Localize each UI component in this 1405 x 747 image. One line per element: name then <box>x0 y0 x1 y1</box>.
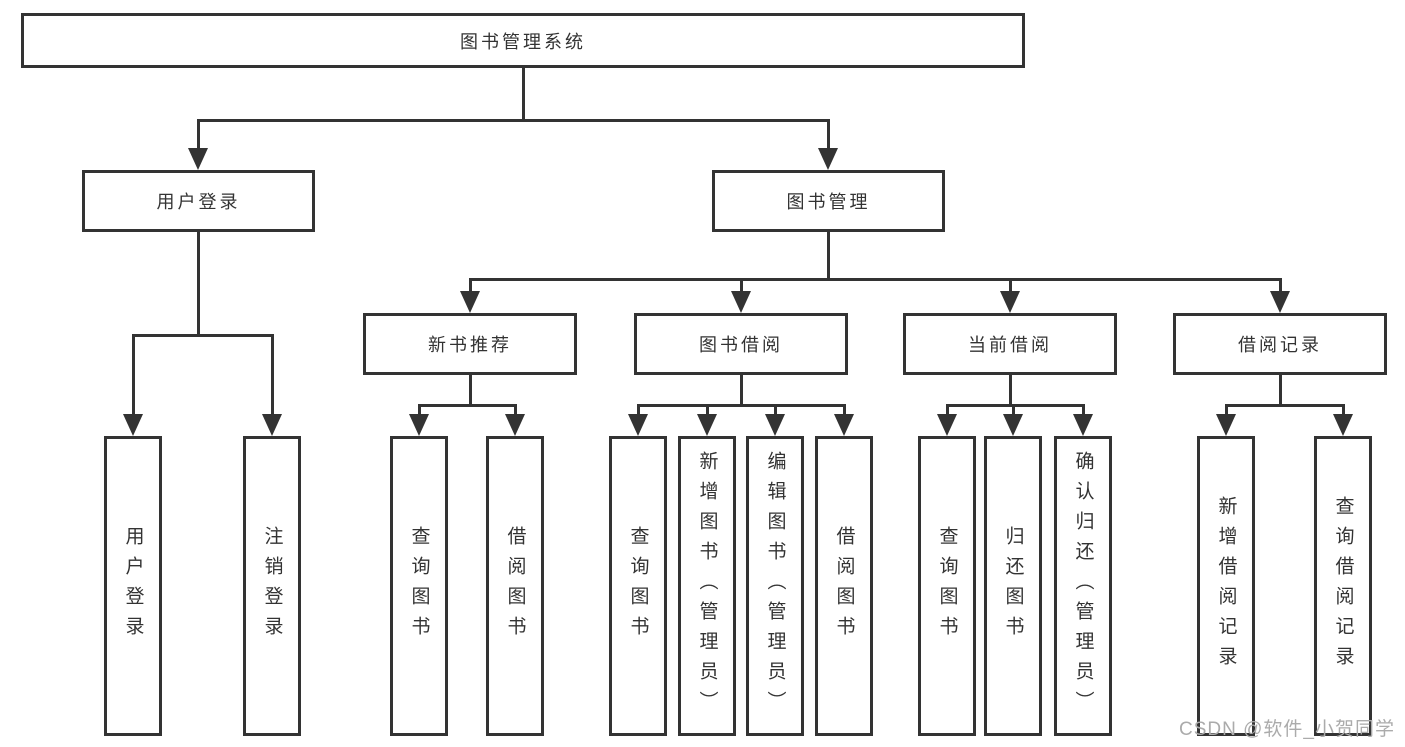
leaf-return-book: 归还图书 <box>984 436 1042 736</box>
connector-level2-split <box>196 118 830 122</box>
node-book-mgmt: 图书管理 <box>712 170 945 232</box>
leaf-query-borrow-record: 查询借阅记录 <box>1314 436 1372 736</box>
leaf-label: 新增借阅记录 <box>1215 496 1237 676</box>
leaf-label: 查询图书 <box>408 526 430 646</box>
arrowhead <box>1003 414 1023 436</box>
leaf-query-book-2: 查询图书 <box>609 436 667 736</box>
arrowhead <box>1000 291 1020 313</box>
leaf-label: 查询图书 <box>936 526 958 646</box>
node-user-login-label: 用户登录 <box>156 192 241 212</box>
arrowhead <box>628 414 648 436</box>
connector-level3-stem <box>739 277 743 293</box>
connector-records-stem <box>1278 375 1282 405</box>
leaf-label: 查询借阅记录 <box>1332 496 1354 676</box>
connector-current-split <box>945 403 1085 407</box>
node-book-borrow: 图书借阅 <box>634 313 848 375</box>
leaf-add-borrow-record: 新增借阅记录 <box>1197 436 1255 736</box>
node-book-mgmt-label: 图书管理 <box>786 192 871 212</box>
csdn-watermark: CSDN @软件_小贺同学 <box>1179 719 1395 740</box>
arrowhead <box>505 414 525 436</box>
leaf-label: 借阅图书 <box>833 526 855 646</box>
arrowhead <box>937 414 957 436</box>
connector-leaf-stem <box>945 403 949 417</box>
leaf-label: 新增图书（管理员） <box>696 451 718 721</box>
connector-leaf-stem <box>636 403 640 417</box>
arrowhead <box>1270 291 1290 313</box>
leaf-user-login: 用户登录 <box>104 436 162 736</box>
connector-level3-stem <box>1008 277 1012 293</box>
connector-level2-stem-right <box>826 118 830 149</box>
connector-leaf-stem <box>1224 403 1228 417</box>
leaf-borrow-book-2: 借阅图书 <box>815 436 873 736</box>
leaf-borrow-book-1: 借阅图书 <box>486 436 544 736</box>
connector-leaf-stem <box>1081 403 1085 417</box>
connector-leaf-stem <box>705 403 709 417</box>
arrowhead <box>1333 414 1353 436</box>
arrowhead <box>1073 414 1093 436</box>
arrowhead <box>262 414 282 436</box>
arrowhead <box>409 414 429 436</box>
connector-borrow-split <box>636 403 846 407</box>
connector-leaf-stem <box>417 403 421 417</box>
arrowhead <box>834 414 854 436</box>
arrowhead <box>460 291 480 313</box>
connector-level2-stem-left <box>196 118 200 149</box>
node-root: 图书管理系统 <box>21 13 1025 68</box>
node-new-book-label: 新书推荐 <box>428 335 512 355</box>
connector-bookmgmt-stem <box>826 232 830 279</box>
arrowhead <box>188 148 208 170</box>
connector-leaf-stem <box>1341 403 1345 417</box>
leaf-label: 编辑图书（管理员） <box>764 451 786 721</box>
connector-userlogin-stem <box>196 232 200 335</box>
node-book-borrow-label: 图书借阅 <box>699 335 783 355</box>
connector-level3-split <box>468 277 1282 281</box>
arrowhead <box>818 148 838 170</box>
node-current-borrow: 当前借阅 <box>903 313 1117 375</box>
leaf-label: 归还图书 <box>1002 526 1024 646</box>
connector-current-stem <box>1008 375 1012 405</box>
arrowhead <box>1216 414 1236 436</box>
leaf-confirm-return-admin: 确认归还（管理员） <box>1054 436 1112 736</box>
node-borrow-records-label: 借阅记录 <box>1238 335 1322 355</box>
leaf-label: 用户登录 <box>122 526 144 646</box>
node-root-label: 图书管理系统 <box>460 31 586 52</box>
connector-newbook-stem <box>468 375 472 405</box>
connector-level3-stem <box>468 277 472 293</box>
leaf-query-book-3: 查询图书 <box>918 436 976 736</box>
connector-records-split <box>1224 403 1345 407</box>
connector-leaf-stem <box>842 403 846 417</box>
node-borrow-records: 借阅记录 <box>1173 313 1387 375</box>
leaf-label: 查询图书 <box>627 526 649 646</box>
arrowhead <box>697 414 717 436</box>
node-new-book: 新书推荐 <box>363 313 577 375</box>
connector-leaf-stem <box>131 333 135 415</box>
node-current-borrow-label: 当前借阅 <box>968 335 1052 355</box>
arrowhead <box>731 291 751 313</box>
connector-borrow-stem <box>739 375 743 405</box>
leaf-add-book-admin: 新增图书（管理员） <box>678 436 736 736</box>
arrowhead <box>123 414 143 436</box>
leaf-label: 注销登录 <box>261 526 283 646</box>
connector-leaf-stem <box>513 403 517 417</box>
connector-leaf-stem <box>773 403 777 417</box>
connector-leaf-stem <box>1011 403 1015 417</box>
connector-level3-stem <box>1278 277 1282 293</box>
leaf-label: 确认归还（管理员） <box>1072 451 1094 721</box>
connector-newbook-split <box>417 403 517 407</box>
node-user-login: 用户登录 <box>82 170 315 232</box>
leaf-query-book-1: 查询图书 <box>390 436 448 736</box>
connector-root-stem <box>521 68 525 120</box>
connector-leaf-stem <box>270 333 274 415</box>
leaf-edit-book-admin: 编辑图书（管理员） <box>746 436 804 736</box>
leaf-logout: 注销登录 <box>243 436 301 736</box>
arrowhead <box>765 414 785 436</box>
connector-userlogin-split <box>131 333 274 337</box>
leaf-label: 借阅图书 <box>504 526 526 646</box>
